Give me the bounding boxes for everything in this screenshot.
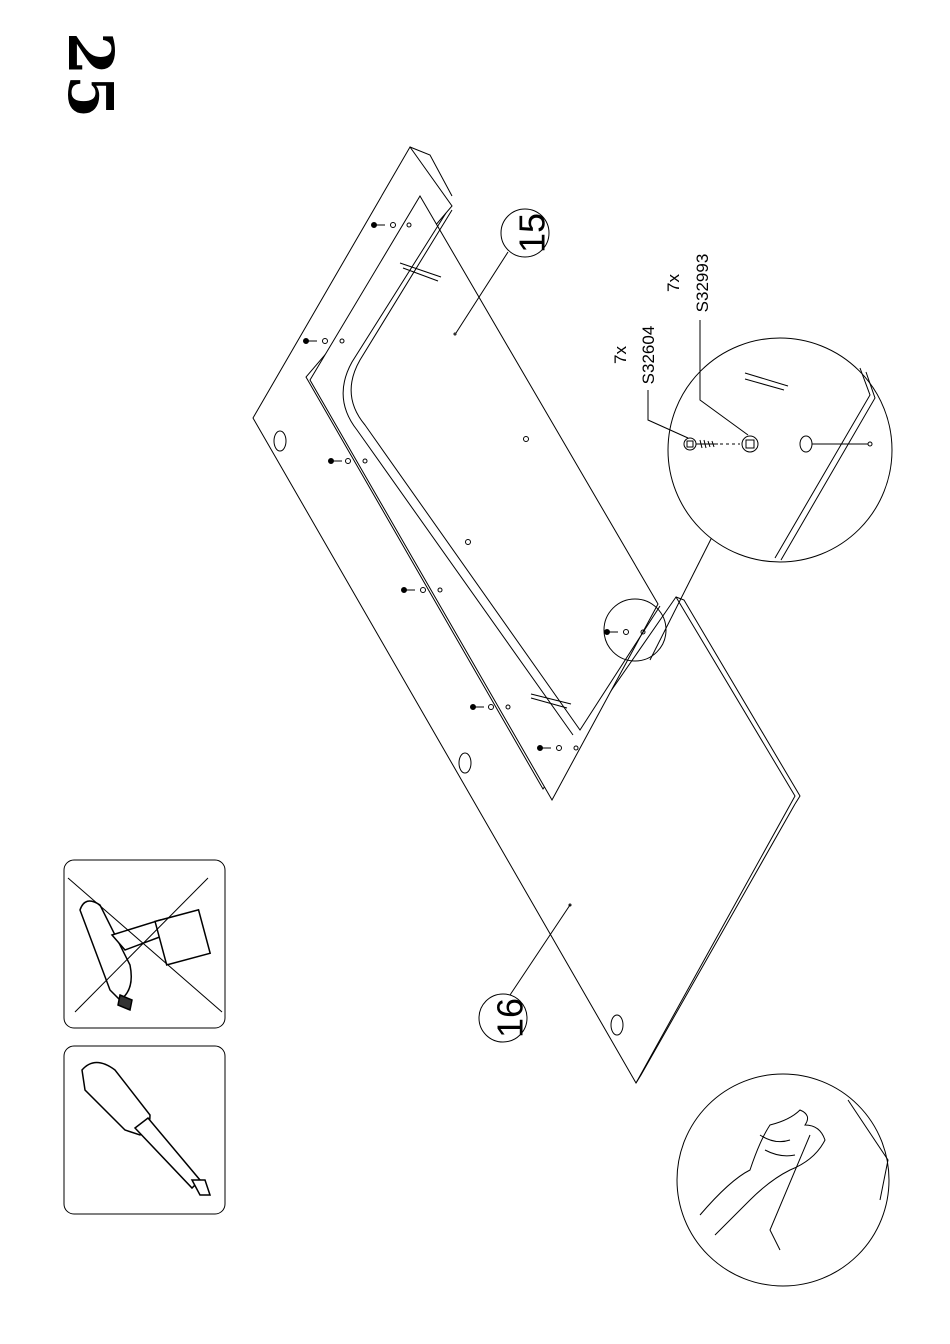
part-labels: 7x S32604 7x S32993 [611, 254, 712, 385]
svg-text:16: 16 [490, 998, 531, 1038]
tool-screwdriver-allowed [64, 1046, 225, 1214]
cap-code: S32993 [693, 254, 712, 313]
panel-assembly [253, 147, 800, 1083]
step-number: 25 [54, 32, 127, 118]
callout-16: 16 [479, 905, 570, 1042]
screw-code: S32604 [639, 326, 658, 385]
cap-qty: 7x [664, 274, 683, 292]
hand-detail-circle [677, 1074, 889, 1286]
detail-zoom-circle [648, 320, 892, 562]
tool-drill-not-allowed [64, 860, 225, 1028]
svg-text:15: 15 [512, 213, 553, 253]
screw-qty: 7x [611, 346, 630, 364]
